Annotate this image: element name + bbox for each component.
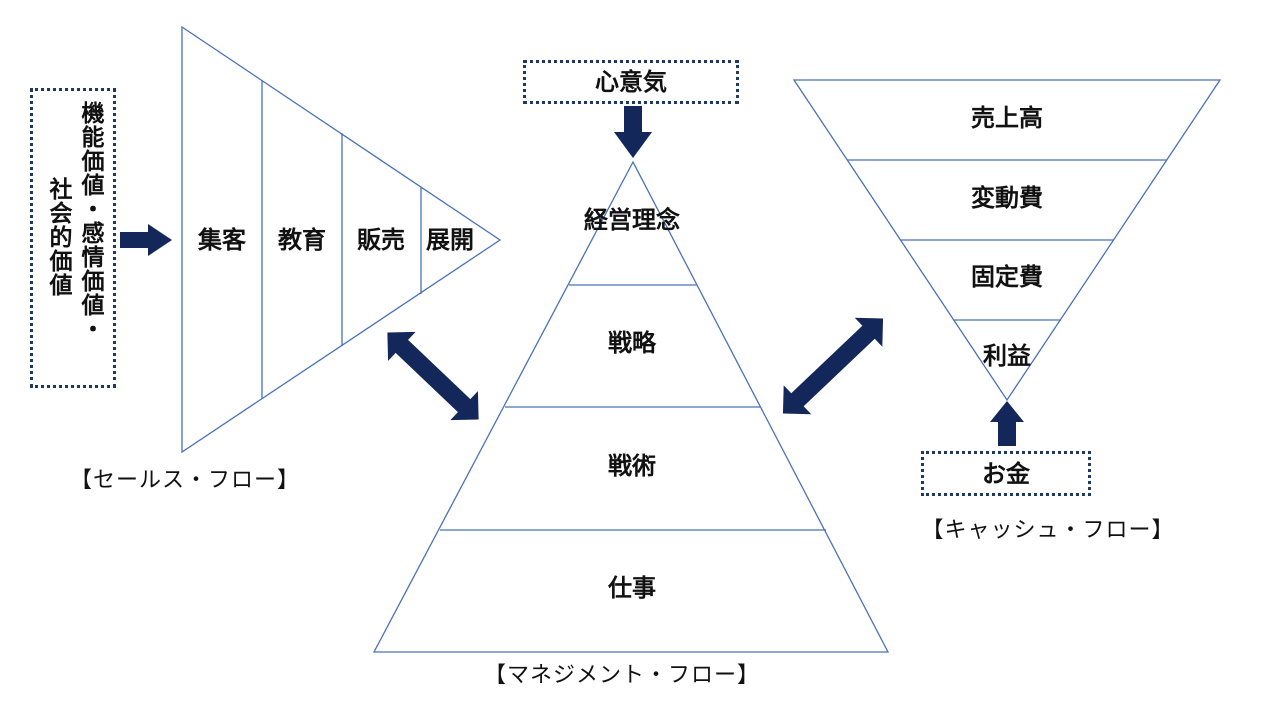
sales-stage-4: 展開 (426, 226, 474, 254)
management-level-4: 仕事 (608, 574, 656, 602)
arrow-up-icon (990, 401, 1024, 446)
management-input-box: 心意気 (523, 60, 739, 104)
cash-level-3: 固定費 (971, 263, 1043, 291)
sales-flow-caption: 【セールス・フロー】 (69, 468, 301, 493)
management-level-1: 経営理念 (584, 206, 680, 234)
management-level-2: 戦略 (608, 329, 656, 357)
value-text-line-2: 社会的価値 (45, 177, 71, 297)
management-input-label: 心意気 (595, 68, 667, 96)
management-flow-caption: 【マネジメント・フロー】 (483, 663, 761, 688)
arrow-right-icon (120, 224, 172, 256)
arrow-down-icon (614, 106, 652, 158)
cash-flow-caption: 【キャッシュ・フロー】 (921, 518, 1175, 543)
double-arrow-right-icon (782, 317, 884, 415)
cash-input-box: お金 (921, 451, 1091, 496)
cash-level-1: 売上高 (971, 104, 1043, 132)
management-level-3: 戦術 (608, 452, 656, 480)
value-text-line-1: 機能価値・感情価値・ (77, 101, 103, 341)
sales-stage-1: 集客 (198, 226, 246, 254)
value-box: 機能価値・感情価値・ 社会的価値 (30, 88, 116, 388)
double-arrow-left-icon (387, 331, 479, 421)
cash-level-4: 利益 (983, 342, 1031, 370)
sales-funnel-outline (181, 25, 502, 454)
sales-stage-2: 教育 (278, 226, 326, 254)
cash-level-2: 変動費 (971, 184, 1043, 212)
sales-stage-3: 販売 (357, 226, 405, 254)
cash-input-label: お金 (982, 459, 1030, 488)
